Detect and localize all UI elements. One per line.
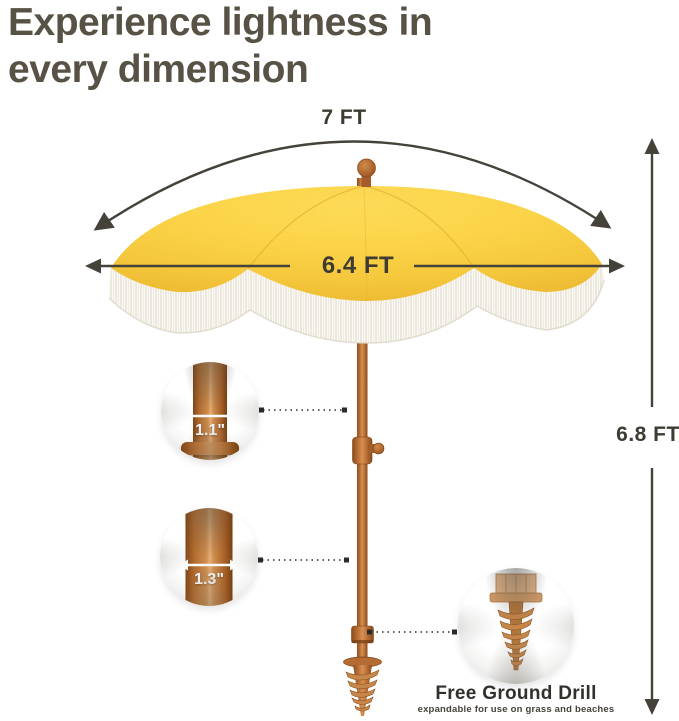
canopy-seam xyxy=(363,185,368,302)
canopy-width-arrow-icon xyxy=(85,258,625,274)
ground-drill-icon xyxy=(489,573,543,671)
canopy-width-label: 6.4 FT xyxy=(321,252,395,279)
upper-pole-zoom-circle: 1.1" xyxy=(161,362,259,460)
lower-pole-zoom-circle: 1.3" xyxy=(160,508,258,606)
finial-knob xyxy=(357,158,376,178)
lower-pole-diameter-label: 1.3" xyxy=(194,571,224,588)
ground-drill xyxy=(343,656,382,716)
umbrella-pole xyxy=(351,178,385,662)
dotted-connectors xyxy=(258,407,457,635)
tilt-knob xyxy=(372,442,385,455)
height-arrow-icon xyxy=(644,138,660,715)
pole-base-mount xyxy=(181,442,239,455)
pole-width-arrow-icon xyxy=(182,410,238,422)
canopy-seam xyxy=(247,185,365,270)
canopy-seam xyxy=(363,185,475,269)
upper-pole-diameter-label: 1.1" xyxy=(195,422,225,439)
canopy-fringe xyxy=(108,264,605,344)
finial-neck xyxy=(361,174,371,187)
page-title-line2: every dimension xyxy=(8,47,309,91)
page-title-line1: Experience lightness in xyxy=(8,1,433,44)
ground-drill-title: Free Ground Drill xyxy=(435,683,597,704)
arc-width-label: 7 FT xyxy=(321,106,367,129)
arc-width-arrow-icon xyxy=(93,140,612,231)
height-label: 6.8 FT xyxy=(616,423,679,446)
pole-width-arrow-icon xyxy=(179,559,239,571)
umbrella-canopy xyxy=(111,158,602,302)
page-title: Experience lightness in every dimension xyxy=(8,0,648,94)
ground-drill-zoom-circle xyxy=(458,568,574,684)
ground-drill-subtitle: expandable for use on grass and beaches xyxy=(417,704,615,715)
lower-pole-cross-section xyxy=(185,508,233,606)
